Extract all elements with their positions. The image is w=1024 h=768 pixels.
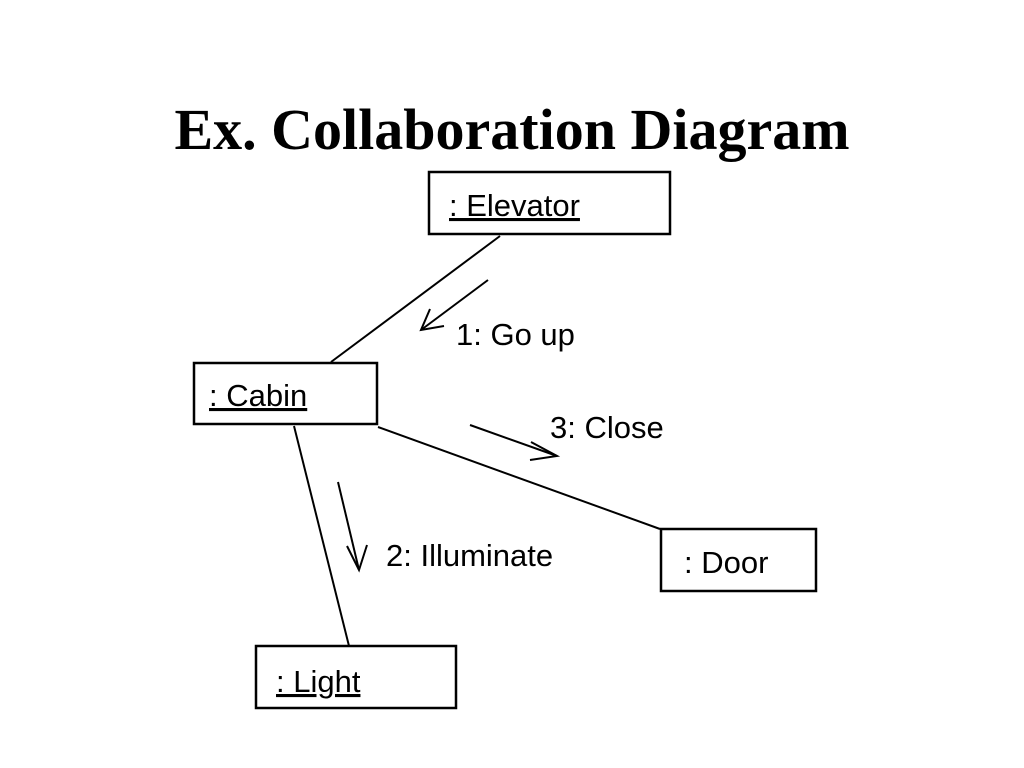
message-close-arrow [469,424,558,457]
message-go-up: 1: Go up [419,279,575,352]
message-go-up-label: 1: Go up [456,317,575,352]
message-illuminate-label: 2: Illuminate [386,538,553,573]
object-cabin-label: : Cabin [209,378,307,413]
object-door-label: : Door [684,545,768,580]
object-elevator: : Elevator [427,170,672,236]
message-go-up-arrow [420,279,489,331]
link-cabin-door [377,426,661,530]
message-go-up-arrowhead [419,308,445,332]
message-close-arrowhead [529,441,561,461]
object-light: : Light [254,644,458,710]
object-light-label: : Light [276,664,361,699]
page-title: Ex. Collaboration Diagram [174,97,850,162]
message-close: 3: Close [469,410,664,461]
message-close-label: 3: Close [550,410,664,445]
link-cabin-light [293,425,350,647]
link-elevator-cabin [330,235,501,363]
object-elevator-label: : Elevator [449,188,580,223]
message-illuminate: 2: Illuminate [337,481,553,573]
object-cabin: : Cabin [192,361,379,426]
message-illuminate-arrow [337,481,360,571]
message-illuminate-arrowhead [346,544,368,573]
object-door: : Door [659,527,818,593]
